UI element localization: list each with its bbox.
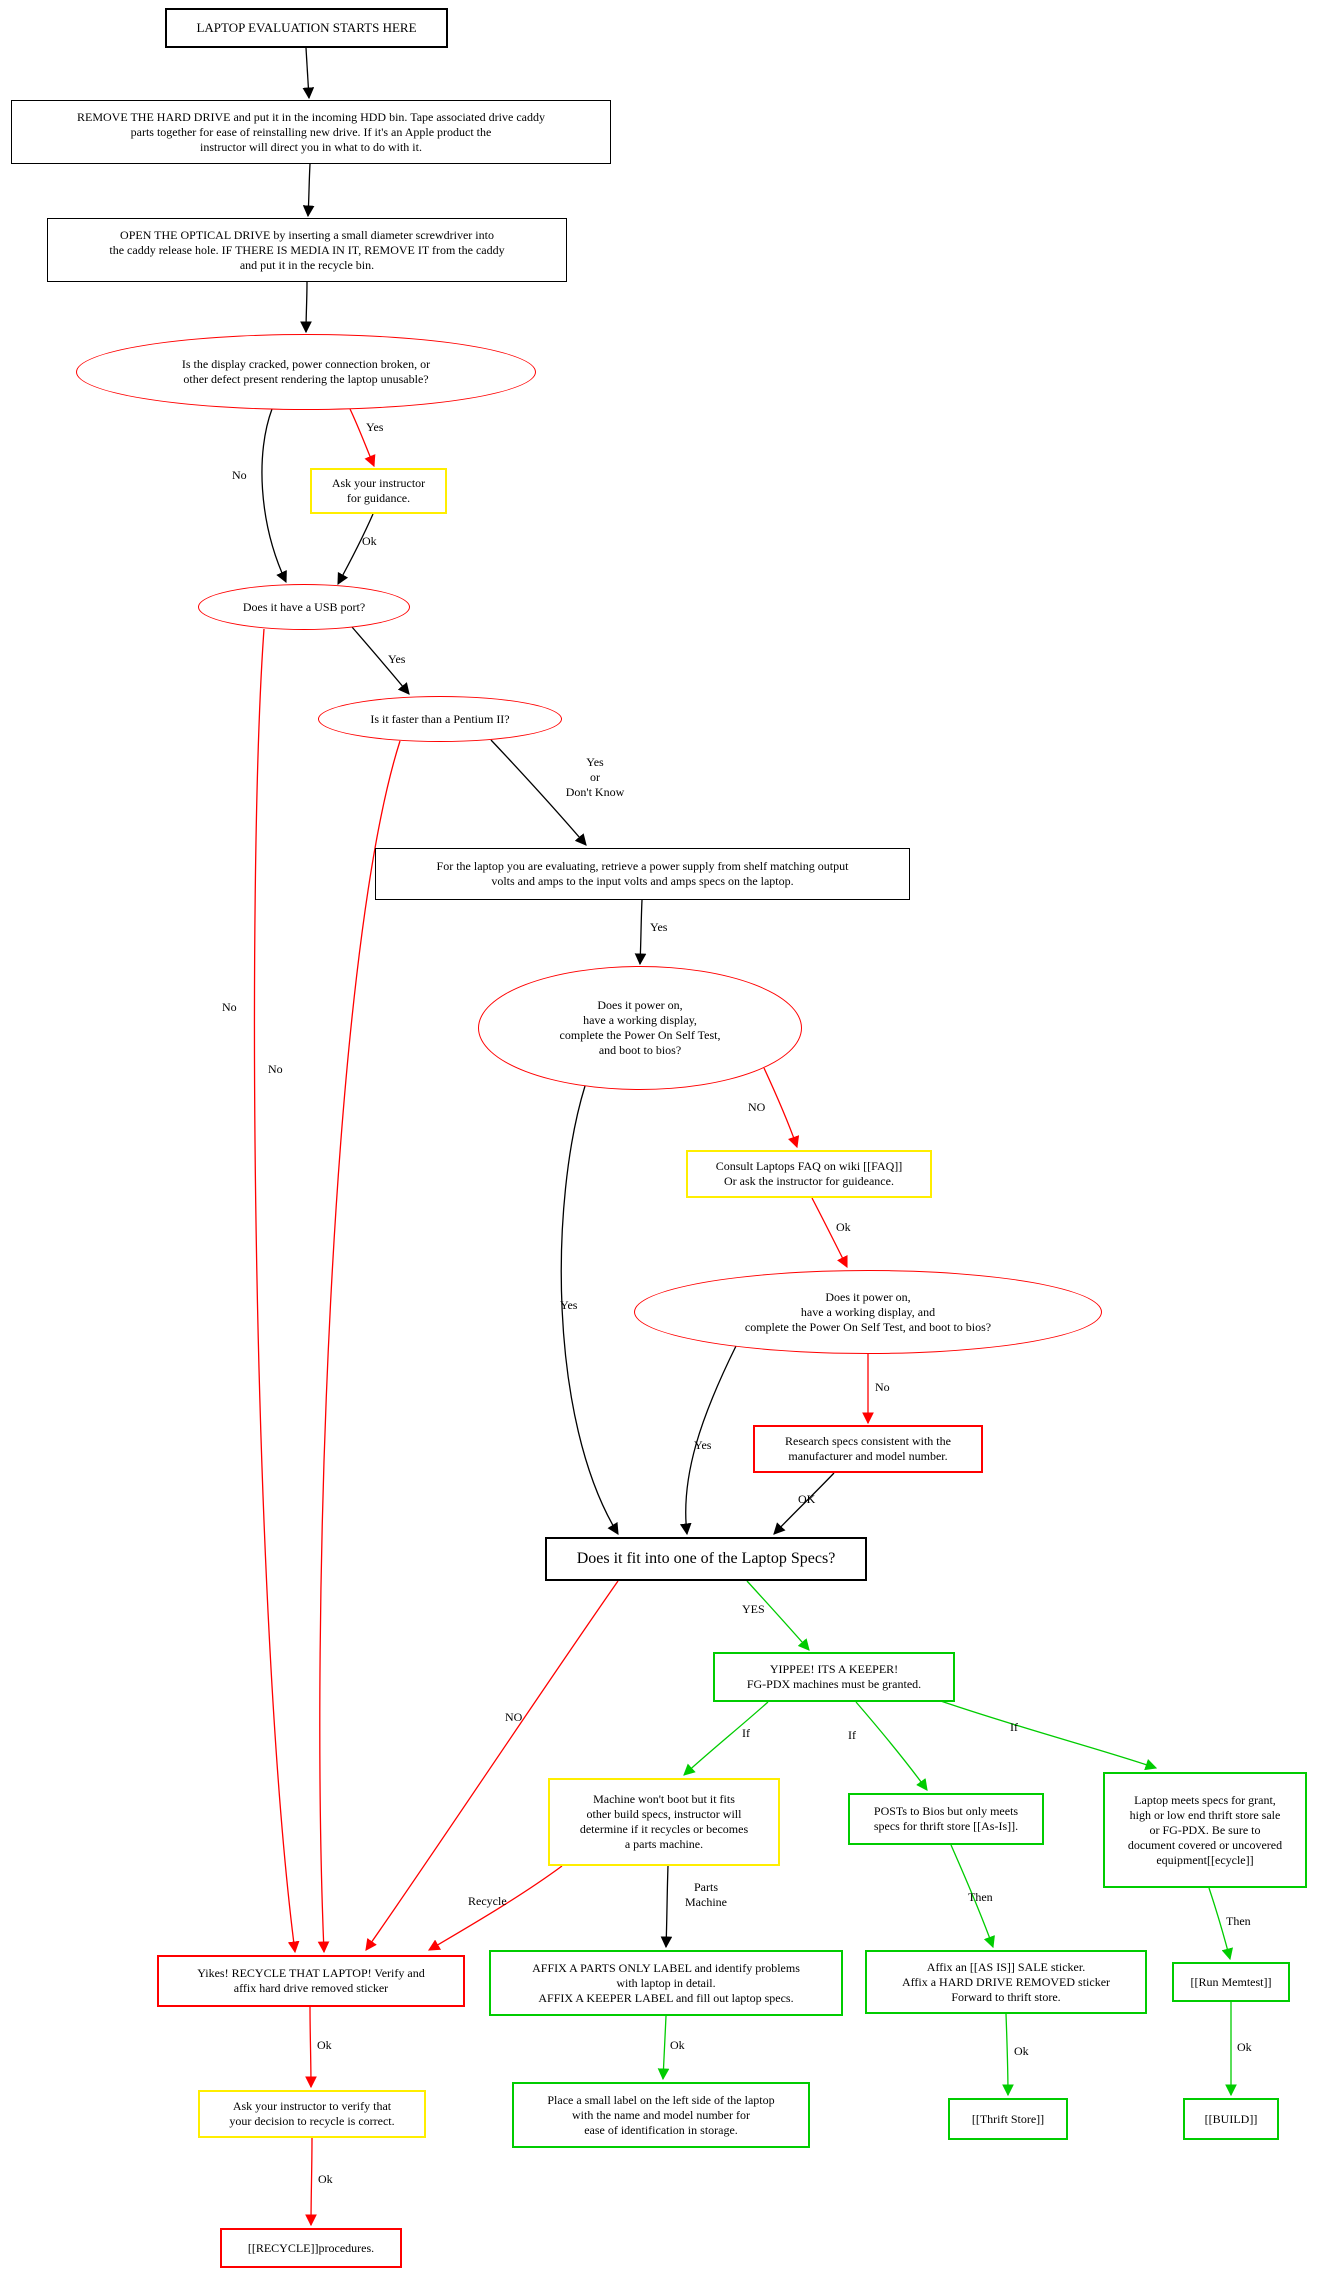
- edge-posts-to-affix-asis: [950, 1844, 995, 1949]
- node-ask-guidance: Ask your instructor for guidance.: [310, 468, 447, 514]
- edge-verify-to-procedures: [305, 2137, 317, 2227]
- edge-label-ask-ok: Ok: [362, 534, 377, 548]
- node-verify-recycle: Ask your instructor to verify that your …: [198, 2090, 426, 2138]
- node-build: [[BUILD]]: [1183, 2098, 1279, 2140]
- node-yippee-keeper: YIPPEE! ITS A KEEPER! FG-PDX machines mu…: [713, 1652, 955, 1702]
- node-fit-laptop-specs-decision: Does it fit into one of the Laptop Specs…: [545, 1537, 867, 1581]
- edge-display-to-ask: [349, 408, 376, 468]
- edge-label-if-3: If: [1010, 1720, 1018, 1734]
- edge-label-fit-no: NO: [505, 1710, 523, 1724]
- edge-label-ok-recycle-verify: Ok: [317, 2038, 332, 2052]
- node-posts-to-bios: POSTs to Bios but only meets specs for t…: [848, 1793, 1044, 1845]
- edge-label-power1-yes: Yes: [560, 1298, 578, 1312]
- node-start: LAPTOP EVALUATION STARTS HERE: [165, 8, 448, 48]
- node-place-small-label: Place a small label on the left side of …: [512, 2082, 810, 2148]
- edge-label-power2-yes: Yes: [694, 1438, 712, 1452]
- edge-pentium-to-power-supply: [490, 739, 587, 846]
- node-power-on-decision-1: Does it power on, have a working display…: [478, 966, 802, 1090]
- edge-usb-to-recycle: [253, 628, 300, 1954]
- edge-fit-to-yippee: [746, 1580, 810, 1651]
- node-recycle-procedures: [[RECYCLE]]procedures.: [220, 2228, 402, 2268]
- edge-label-usb-no: No: [222, 1000, 237, 1014]
- edge-label-usb-yes: Yes: [388, 652, 406, 666]
- edge-wont-boot-to-affix-parts: [660, 1865, 673, 1949]
- node-affix-as-is-sticker: Affix an [[AS IS]] SALE sticker. Affix a…: [865, 1950, 1147, 2014]
- edge-label-ok-asis-thrift: Ok: [1014, 2044, 1029, 2058]
- node-power-on-decision-2: Does it power on, have a working display…: [634, 1270, 1102, 1354]
- edge-meets-to-memtest: [1208, 1887, 1234, 1961]
- edge-label-if-2: If: [848, 1728, 856, 1742]
- node-thrift-store: [[Thrift Store]]: [948, 2098, 1068, 2140]
- edge-open-to-display: [300, 281, 312, 334]
- edge-affix-parts-to-place: [657, 2015, 670, 2081]
- node-machine-wont-boot: Machine won't boot but it fits other bui…: [548, 1778, 780, 1866]
- edge-research-to-fit: [773, 1472, 835, 1535]
- edge-label-research-ok: OK: [798, 1492, 816, 1506]
- edge-label-power1-no: NO: [748, 1100, 766, 1114]
- edge-wont-boot-to-recycle: [427, 1865, 563, 1951]
- edge-yippee-to-meets: [931, 1697, 1158, 1771]
- edge-remove-to-open: [302, 163, 315, 218]
- edge-label-if-1: If: [742, 1726, 750, 1740]
- edge-power-on-1-to-consult: [763, 1067, 800, 1149]
- edge-label-fit-yes: YES: [742, 1602, 765, 1616]
- edge-label-then-2: Then: [1226, 1914, 1251, 1928]
- edge-start-to-remove: [302, 47, 315, 100]
- edge-label-display-no: No: [232, 468, 247, 482]
- edge-affix-asis-to-thrift: [1002, 2013, 1014, 2097]
- node-affix-parts-label: AFFIX A PARTS ONLY LABEL and identify pr…: [489, 1950, 843, 2016]
- edge-label-then-1: Then: [968, 1890, 993, 1904]
- node-usb-port-decision: Does it have a USB port?: [198, 584, 410, 630]
- edge-consult-to-power-on-2: [811, 1197, 848, 1269]
- edge-power-supply-to-power-on-1: [634, 899, 647, 966]
- node-remove-hard-drive: REMOVE THE HARD DRIVE and put it in the …: [11, 100, 611, 164]
- edge-power-on-1-to-fit: [560, 1085, 619, 1535]
- edge-label-power-supply-yes: Yes: [650, 920, 668, 934]
- edge-label-parts-machine: Parts Machine: [685, 1880, 727, 1909]
- node-pentium-decision: Is it faster than a Pentium II?: [318, 696, 562, 742]
- edge-label-consult-ok: Ok: [836, 1220, 851, 1234]
- node-research-specs: Research specs consistent with the manuf…: [753, 1425, 983, 1473]
- edge-label-ok-verify-procedures: Ok: [318, 2172, 333, 2186]
- edge-label-ok-memtest-build: Ok: [1237, 2040, 1252, 2054]
- edge-label-power2-no: No: [875, 1380, 890, 1394]
- edge-recycle-to-verify: [305, 2006, 317, 2089]
- edge-yippee-to-posts: [855, 1701, 928, 1791]
- node-display-defect-decision: Is the display cracked, power connection…: [76, 334, 536, 410]
- edge-fit-to-recycle: [365, 1580, 619, 1951]
- node-open-optical-drive: OPEN THE OPTICAL DRIVE by inserting a sm…: [47, 218, 567, 282]
- node-run-memtest: [[Run Memtest]]: [1172, 1962, 1290, 2002]
- edge-power-on-2-to-fit: [679, 1345, 737, 1536]
- node-consult-faq: Consult Laptops FAQ on wiki [[FAQ]] Or a…: [686, 1150, 932, 1198]
- edge-label-display-yes: Yes: [366, 420, 384, 434]
- edge-ask-to-usb: [337, 513, 374, 586]
- edge-yippee-to-wont-boot: [683, 1701, 769, 1776]
- edge-label-recycle: Recycle: [468, 1894, 507, 1908]
- edge-pentium-to-recycle: [317, 740, 401, 1954]
- edge-display-to-usb: [261, 408, 287, 584]
- node-meets-specs: Laptop meets specs for grant, high or lo…: [1103, 1772, 1307, 1888]
- edge-label-pentium-yes-or-dont-know: Yes or Don't Know: [565, 755, 625, 799]
- node-recycle-laptop: Yikes! RECYCLE THAT LAPTOP! Verify and a…: [157, 1955, 465, 2007]
- edge-usb-to-pentium: [351, 626, 410, 695]
- node-retrieve-power-supply: For the laptop you are evaluating, retri…: [375, 848, 910, 900]
- edge-label-ok-affix-place: Ok: [670, 2038, 685, 2052]
- edge-label-pentium-no: No: [268, 1062, 283, 1076]
